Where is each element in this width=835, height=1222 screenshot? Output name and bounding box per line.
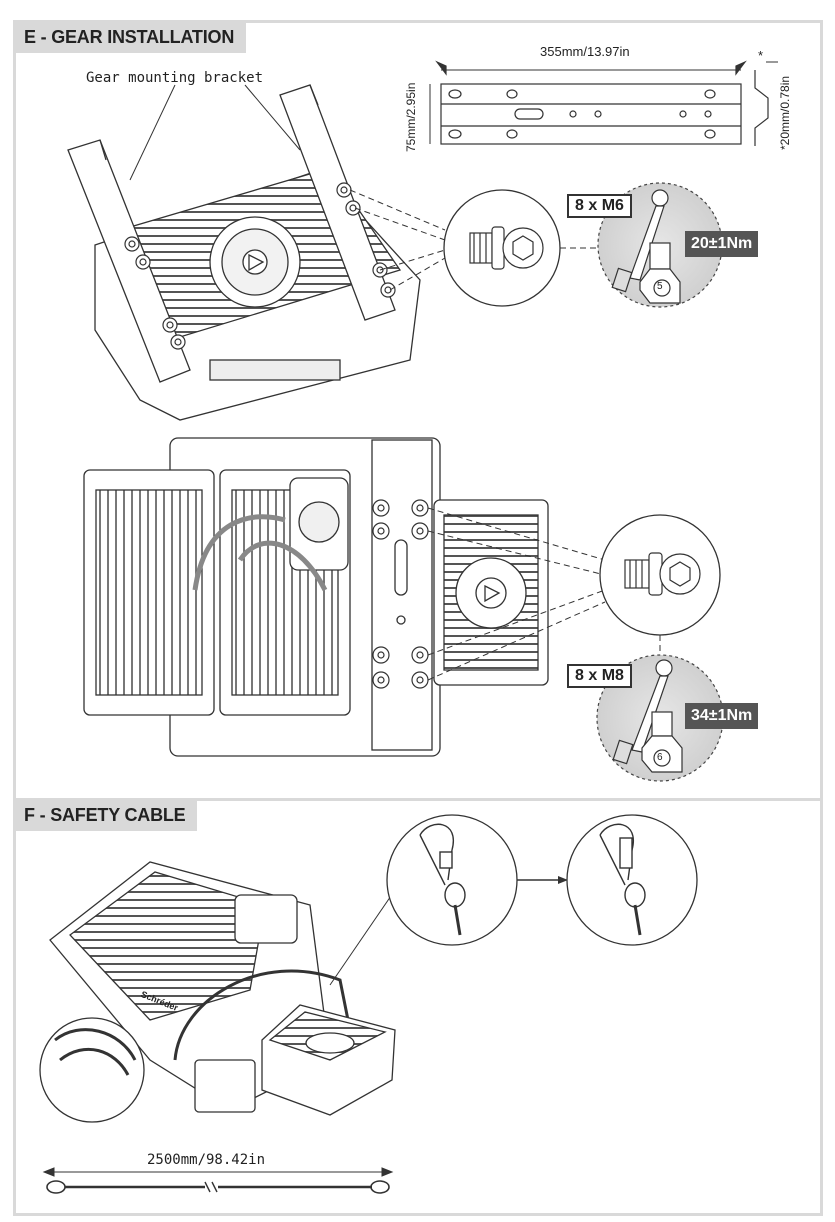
m6-wrench-icon — [611, 189, 681, 304]
carabiner-closed-zoom — [566, 814, 698, 946]
bracket-label: Gear mounting bracket — [86, 70, 264, 86]
mounting-bracket-top — [67, 84, 396, 383]
m6-socket-size: 5 — [657, 281, 663, 292]
luminaire-body-f — [49, 861, 352, 1113]
gear-box-f — [261, 1004, 396, 1116]
section-divider — [13, 798, 823, 801]
cable-attach-zoom — [39, 1017, 145, 1123]
m8-socket-size: 6 — [657, 752, 663, 763]
bracket-height-dimension: 75mm/2.95in — [404, 82, 418, 152]
m6-bolt-icon — [469, 226, 544, 270]
carabiner-closed-icon — [599, 823, 646, 936]
offset-asterisk: * — [758, 48, 764, 63]
section-e-title: E - GEAR INSTALLATION — [16, 23, 247, 53]
m8-bolt-icon — [624, 552, 701, 596]
luminaire-body-bottom — [83, 437, 441, 757]
m8-wrench-icon — [612, 659, 683, 773]
mounting-bracket-bottom — [371, 439, 433, 751]
bracket-profile — [429, 60, 778, 146]
bracket-leader-left — [129, 84, 176, 181]
m6-leaders — [349, 189, 597, 291]
cable-dimension — [42, 1167, 394, 1194]
m6-torque-badge: 20±1Nm — [685, 231, 759, 257]
bolts-bottom — [372, 499, 429, 689]
carabiner-open-icon — [419, 823, 466, 936]
carabiner-leader — [329, 889, 396, 986]
m8-torque-badge: 34±1Nm — [685, 703, 759, 729]
gear-box-bottom — [433, 499, 549, 686]
bolts-top — [124, 182, 396, 350]
section-f-title: F - SAFETY CABLE — [16, 801, 198, 831]
bracket-leader-right — [244, 84, 301, 151]
page-frame — [13, 20, 823, 1216]
m6-count-label: 8 x M6 — [567, 194, 632, 218]
cable-length-dimension: 2500mm/98.42in — [147, 1152, 266, 1168]
m8-count-label: 8 x M8 — [567, 664, 632, 688]
bracket-length-dimension: 355mm/13.97in — [540, 44, 630, 59]
bracket-offset-dimension: *20mm/0.78in — [778, 75, 792, 150]
